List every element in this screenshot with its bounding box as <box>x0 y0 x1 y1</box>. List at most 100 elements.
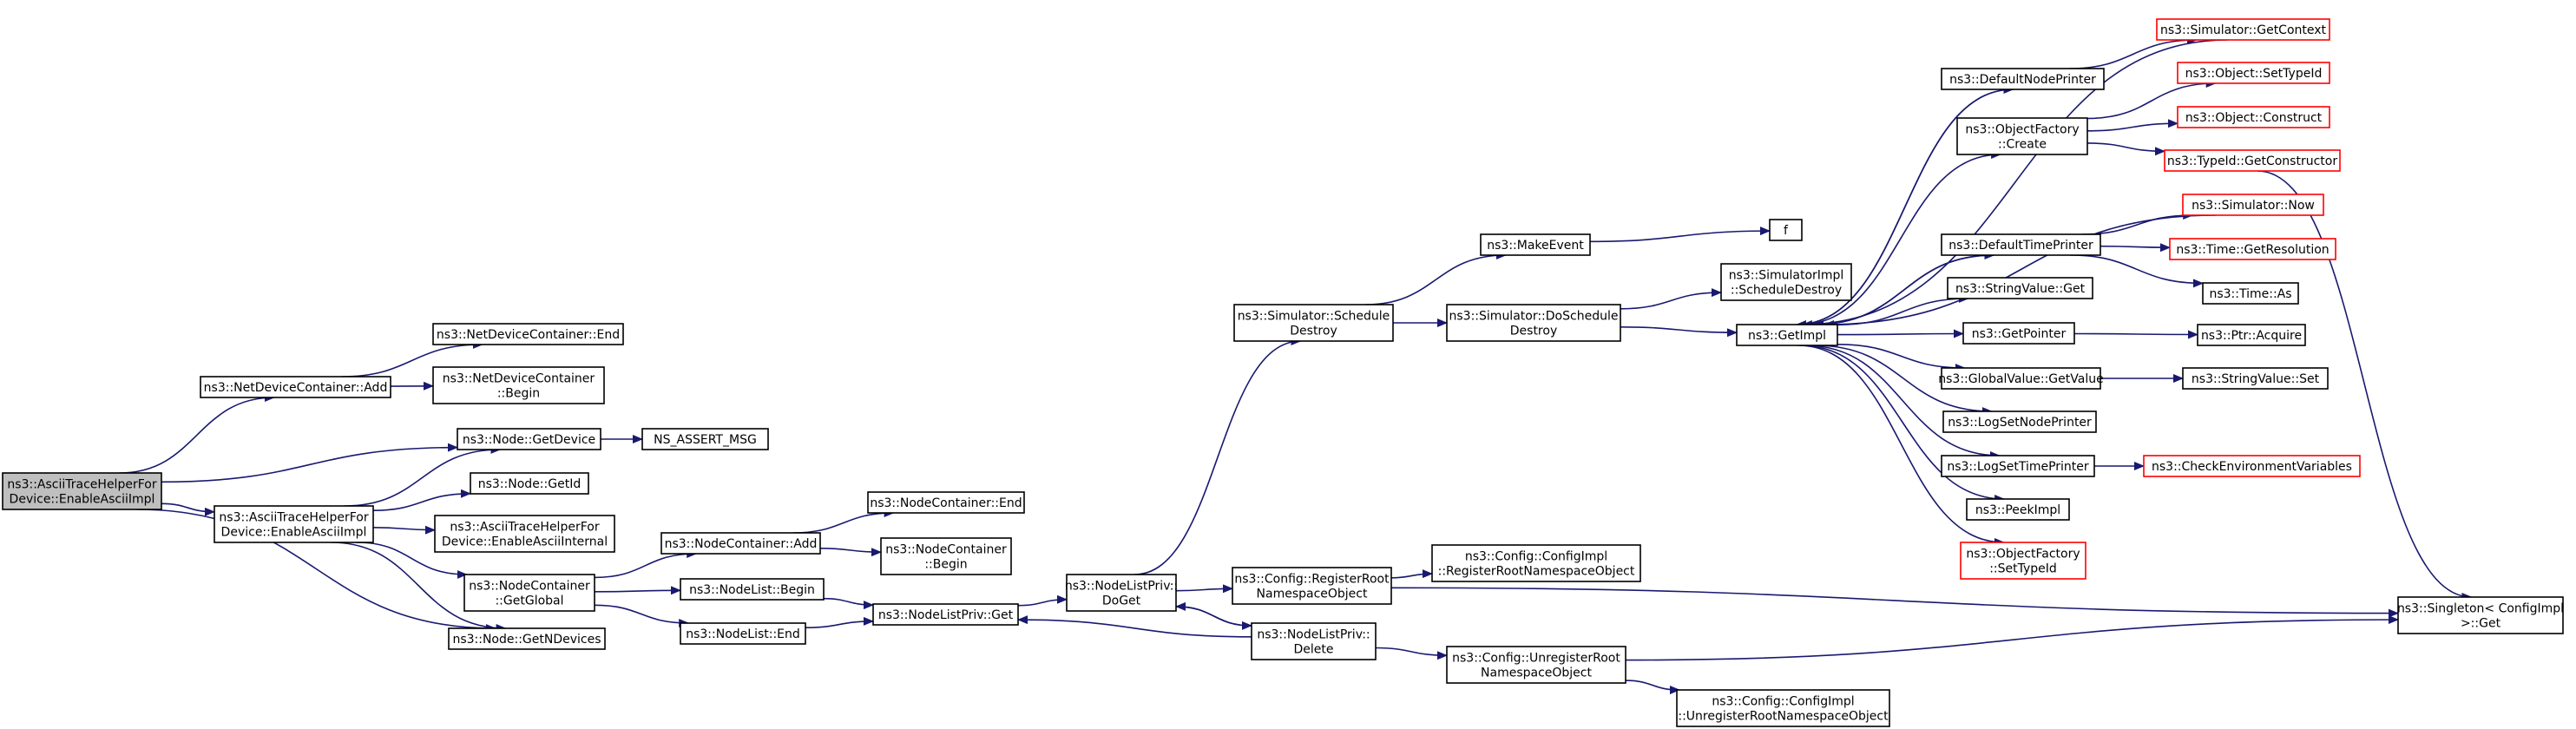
node-box <box>2143 455 2361 477</box>
node-cfg-register[interactable]: ns3::Config::RegisterRootNamespaceObject <box>1232 567 1392 605</box>
node-check-env[interactable]: ns3::CheckEnvironmentVariables <box>2143 455 2361 477</box>
node-label: ns3::Config::ConfigImpl <box>1712 694 1854 708</box>
node-time-getresolution[interactable]: ns3::Time::GetResolution <box>2169 238 2336 260</box>
edge-default_time_printer-to-time_getresolution <box>2100 243 2171 253</box>
node-stringvalue-get[interactable]: ns3::StringValue::Get <box>1947 277 2093 299</box>
edge-nlp_delete-to-cfg_unregister <box>1375 647 1448 660</box>
node-ndc-end[interactable]: ns3::NetDeviceContainer::End <box>432 323 624 345</box>
edge-root-to-node_getdevice <box>161 443 458 483</box>
edge-cfg_register-to-singleton_get <box>1390 587 2399 618</box>
node-label: >::Get <box>2461 616 2501 630</box>
node-peek-impl[interactable]: ns3::PeekImpl <box>1966 498 2070 521</box>
node-stringvalue-set[interactable]: ns3::StringValue::Set <box>2182 367 2329 390</box>
node-f[interactable]: f <box>1769 219 1803 241</box>
node-nc-begin[interactable]: ns3::NodeContainer::Begin <box>880 537 1012 575</box>
node-box <box>448 627 606 650</box>
node-ndc-add[interactable]: ns3::NetDeviceContainer::Add <box>200 376 391 398</box>
node-label: ns3::Object::SetTypeId <box>2185 67 2323 81</box>
node-simimpl-schedule-destroy[interactable]: ns3::SimulatorImpl::ScheduleDestroy <box>1720 263 1852 301</box>
node-typeid-getconstructor[interactable]: ns3::TypeId::GetConstructor <box>2164 149 2341 172</box>
node-node-getid[interactable]: ns3::Node::GetId <box>470 472 589 495</box>
edge-nlp_doget-to-cfg_register <box>1175 584 1233 594</box>
node-enable-ascii-internal[interactable]: ns3::AsciiTraceHelperForDevice::EnableAs… <box>434 515 615 553</box>
edge-sim_do_schedule_destroy-to-simimpl_schedule_destroy <box>1620 288 1722 310</box>
node-nc-getglobal[interactable]: ns3::NodeContainer::GetGlobal <box>463 574 595 612</box>
node-label: ns3::DefaultNodePrinter <box>1949 73 2096 87</box>
node-label: ns3::DefaultTimePrinter <box>1948 239 2093 253</box>
node-box <box>1947 277 2093 299</box>
node-box <box>2182 367 2329 390</box>
node-label: ns3::Node::GetNDevices <box>452 633 601 647</box>
node-ns-assert[interactable]: NS_ASSERT_MSG <box>641 428 769 450</box>
node-cfg-unregister[interactable]: ns3::Config::UnregisterRootNamespaceObje… <box>1446 646 1626 684</box>
node-box <box>200 376 391 398</box>
node-object-factory-create[interactable]: ns3::ObjectFactory::Create <box>1956 117 2088 155</box>
node-box <box>2156 18 2330 41</box>
node-enable-ascii-impl2[interactable]: ns3::AsciiTraceHelperForDevice::EnableAs… <box>214 505 374 543</box>
node-cfgimpl-register[interactable]: ns3::Config::ConfigImpl::RegisterRootNam… <box>1431 544 1641 582</box>
edge-make_event-to-f <box>1589 227 1771 243</box>
node-box <box>1431 544 1641 582</box>
node-node-getdevice[interactable]: ns3::Node::GetDevice <box>457 428 601 450</box>
node-box <box>1942 410 2097 433</box>
node-get-impl[interactable]: ns3::GetImpl <box>1736 324 1838 346</box>
node-box <box>1769 219 1803 241</box>
node-box <box>1941 367 2101 390</box>
node-sim-schedule-destroy[interactable]: ns3::Simulator::ScheduleDestroy <box>1233 304 1394 342</box>
node-globalvalue-getvalue[interactable]: ns3::GlobalValue::GetValue <box>1938 367 2104 390</box>
node-nl-end[interactable]: ns3::NodeList::End <box>680 622 806 645</box>
edge-get_impl-to-log_set_time_printer <box>1805 345 2001 460</box>
node-nlp-delete[interactable]: ns3::NodeListPriv::Delete <box>1251 622 1377 660</box>
node-box <box>1720 263 1852 301</box>
edge-nl_begin-to-nlp_get <box>823 597 874 610</box>
edge-nc_getglobal-to-nc_add <box>594 549 698 579</box>
node-singleton-get[interactable]: ns3::Singleton< ConfigImpl >::Get <box>2397 596 2564 634</box>
node-cfgimpl-unregister[interactable]: ns3::Config::ConfigImpl::UnregisterRootN… <box>1676 689 1890 727</box>
node-box <box>1966 498 2070 521</box>
node-nlp-get[interactable]: ns3::NodeListPriv::Get <box>872 603 1019 626</box>
node-label: ns3::GetPointer <box>1972 327 2067 341</box>
node-label: ns3::PeekImpl <box>1975 503 2060 517</box>
node-label: ns3::Time::As <box>2209 287 2291 301</box>
edge-default_time_printer-to-time_as <box>2070 254 2204 288</box>
node-box <box>1066 574 1177 612</box>
node-sim-get-context[interactable]: ns3::Simulator::GetContext <box>2156 18 2330 41</box>
edge-get_impl-to-globalvalue_getvalue <box>1837 344 1966 372</box>
edge-cfg_register-to-cfgimpl_register <box>1390 569 1433 579</box>
edge-default_time_printer-to-get_impl <box>1813 254 1994 329</box>
node-label: ns3::NodeListPriv:: <box>1257 627 1370 641</box>
node-object-construct[interactable]: ns3::Object::Construct <box>2177 106 2330 128</box>
node-ndc-begin[interactable]: ns3::NetDeviceContainer::Begin <box>432 366 605 404</box>
node-label: Device::EnableAsciiImpl <box>10 492 155 506</box>
node-log-set-time-printer[interactable]: ns3::LogSetTimePrinter <box>1941 455 2095 477</box>
edge-object_factory_create-to-typeid_getconstructor <box>2086 142 2165 156</box>
edge-nc_add-to-nc_end <box>792 509 895 534</box>
node-ptr-acquire[interactable]: ns3::Ptr::Acquire <box>2197 324 2306 346</box>
node-time-as[interactable]: ns3::Time::As <box>2202 282 2299 305</box>
node-label: ::GetGlobal <box>495 594 563 608</box>
node-box <box>2177 62 2330 84</box>
node-nc-add[interactable]: ns3::NodeContainer::Add <box>660 532 821 555</box>
node-default-node-printer[interactable]: ns3::DefaultNodePrinter <box>1941 68 2105 90</box>
node-nc-end[interactable]: ns3::NodeContainer::End <box>867 491 1025 514</box>
node-node-getndevices[interactable]: ns3::Node::GetNDevices <box>448 627 606 650</box>
node-nlp-doget[interactable]: ns3::NodeListPriv::DoGet <box>1065 574 1178 612</box>
node-sim-now[interactable]: ns3::Simulator::Now <box>2182 194 2324 216</box>
node-default-time-printer[interactable]: ns3::DefaultTimePrinter <box>1941 233 2101 256</box>
node-label: ns3::ObjectFactory <box>1965 122 2079 136</box>
node-label: Delete <box>1294 642 1334 656</box>
node-get-pointer[interactable]: ns3::GetPointer <box>1962 322 2075 345</box>
node-label: ns3::LogSetTimePrinter <box>1947 460 2089 474</box>
edge-get_impl-to-peek_impl <box>1800 345 2006 503</box>
node-box <box>2 472 162 510</box>
node-make-event[interactable]: ns3::MakeEvent <box>1480 233 1591 256</box>
node-nl-begin[interactable]: ns3::NodeList::Begin <box>680 578 825 601</box>
node-label: ns3::NetDeviceContainer::Add <box>204 381 388 395</box>
node-object-factory-settypeid[interactable]: ns3::ObjectFactory::SetTypeId <box>1960 542 2086 580</box>
node-object-settypeid[interactable]: ns3::Object::SetTypeId <box>2177 62 2330 84</box>
node-log-set-node-printer[interactable]: ns3::LogSetNodePrinter <box>1942 410 2097 433</box>
edge-sim_now-to-get_impl <box>1824 214 2217 329</box>
node-box <box>2164 149 2341 172</box>
node-label: ns3::NodeListPriv::Get <box>878 608 1014 622</box>
